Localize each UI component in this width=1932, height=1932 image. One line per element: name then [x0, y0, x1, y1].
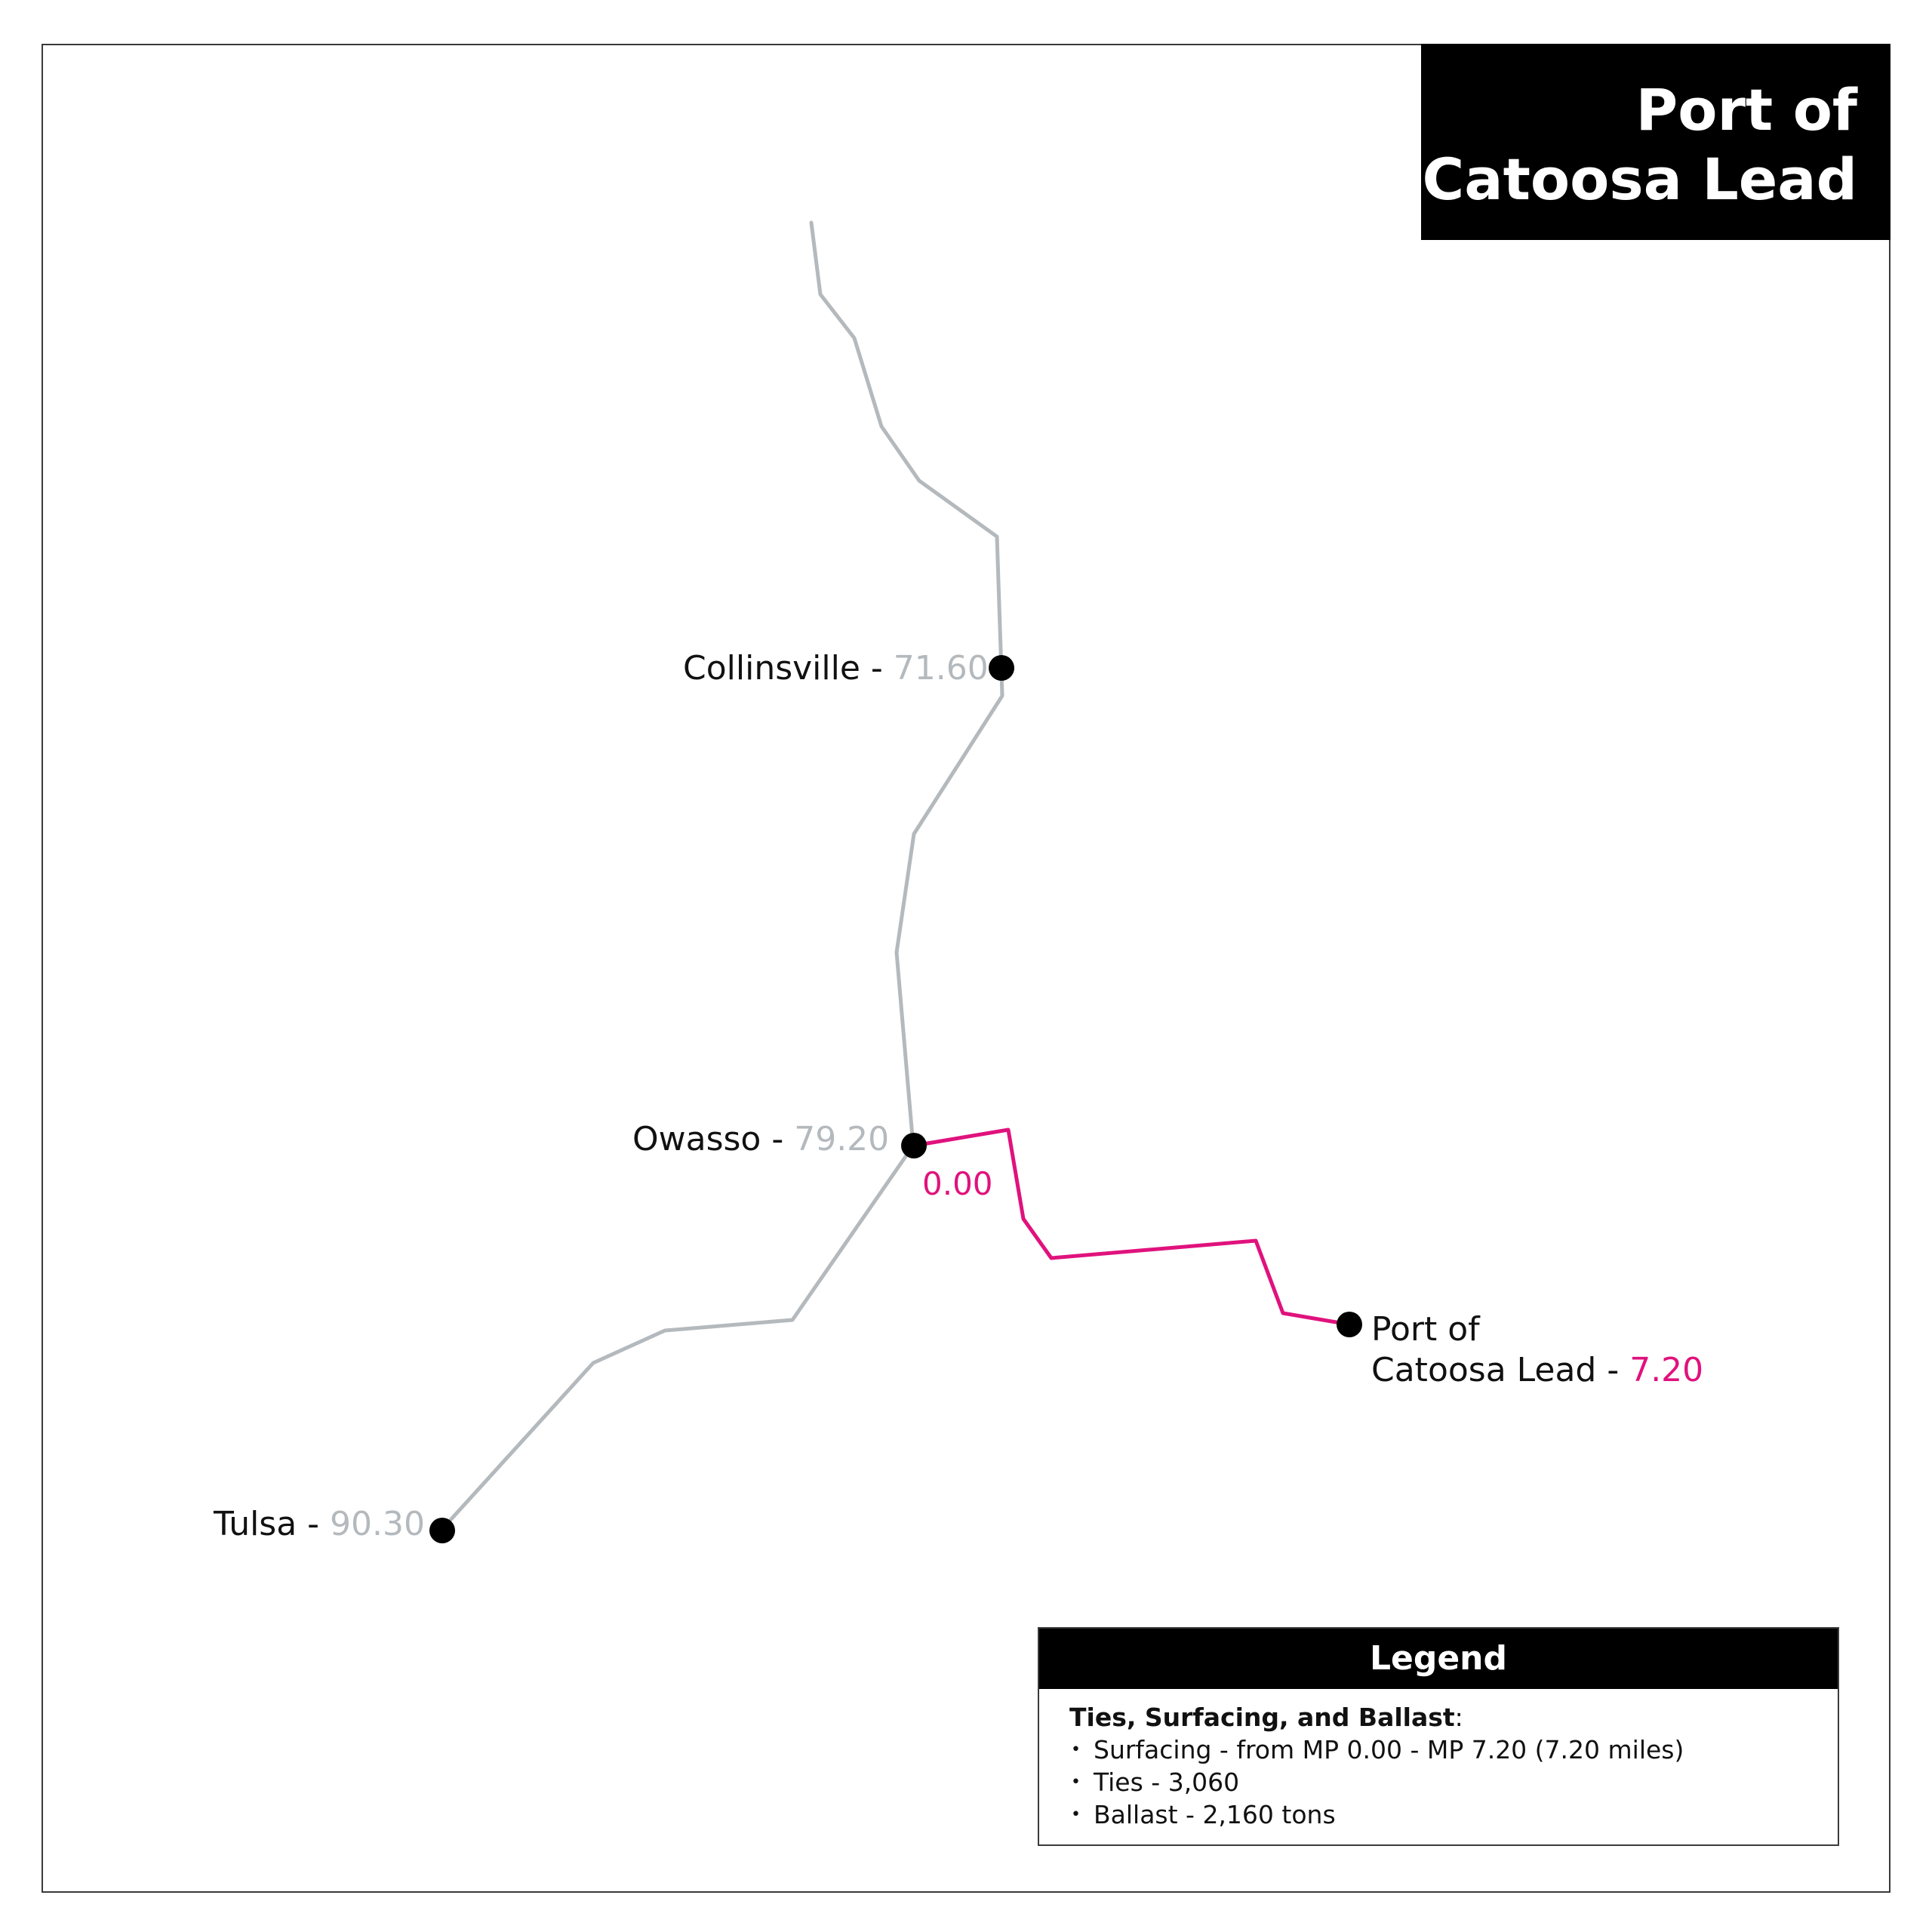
- station-name: Owasso -: [632, 1120, 795, 1158]
- project-end-label: Port of Catoosa Lead - 7.20: [1371, 1309, 1703, 1391]
- legend-heading-suffix: :: [1454, 1703, 1463, 1732]
- legend-body: Ties, Surfacing, and Ballast: Surfacing …: [1039, 1689, 1838, 1831]
- station-dot-collinsville: [989, 655, 1014, 681]
- station-label-collinsville: Collinsville - 71.60: [683, 648, 989, 689]
- map-title-box: Port of Catoosa Lead: [1421, 44, 1890, 240]
- station-milepost: 90.30: [330, 1505, 426, 1543]
- legend-item: Ties - 3,060: [1069, 1766, 1807, 1798]
- legend-title: Legend: [1039, 1629, 1838, 1689]
- legend-item: Ballast - 2,160 tons: [1069, 1798, 1807, 1831]
- legend-list: Surfacing - from MP 0.00 - MP 7.20 (7.20…: [1069, 1734, 1807, 1831]
- station-dot-port-of-catoosa: [1337, 1312, 1362, 1337]
- legend-heading: Ties, Surfacing, and Ballast:: [1069, 1701, 1807, 1734]
- station-name: Tulsa -: [214, 1505, 331, 1543]
- map-title-line-1: Port of: [1635, 76, 1857, 143]
- legend-box: Legend Ties, Surfacing, and Ballast: Sur…: [1038, 1627, 1839, 1846]
- project-end-name-line-2: Catoosa Lead -: [1371, 1351, 1630, 1389]
- legend-item: Surfacing - from MP 0.00 - MP 7.20 (7.20…: [1069, 1734, 1807, 1766]
- station-name: Collinsville -: [683, 649, 894, 688]
- station-milepost: 79.20: [794, 1120, 890, 1158]
- legend-heading-text: Ties, Surfacing, and Ballast: [1069, 1703, 1455, 1732]
- project-end-name-line-1: Port of: [1371, 1310, 1480, 1349]
- station-dot-owasso: [901, 1133, 927, 1158]
- existing-track-line: [440, 220, 1004, 1531]
- project-end-name-line-2-row: Catoosa Lead - 7.20: [1371, 1350, 1703, 1391]
- station-label-owasso: Owasso - 79.20: [632, 1119, 889, 1160]
- map-frame: [42, 44, 1890, 1893]
- project-start-milepost: 0.00: [922, 1165, 993, 1202]
- station-milepost: 71.60: [893, 649, 989, 688]
- map-title-line-2: Catoosa Lead: [1422, 146, 1857, 213]
- station-dot-tulsa: [429, 1518, 455, 1543]
- station-label-tulsa: Tulsa - 90.30: [214, 1504, 425, 1545]
- project-track-line: [912, 1128, 1352, 1327]
- project-end-milepost: 7.20: [1629, 1351, 1704, 1389]
